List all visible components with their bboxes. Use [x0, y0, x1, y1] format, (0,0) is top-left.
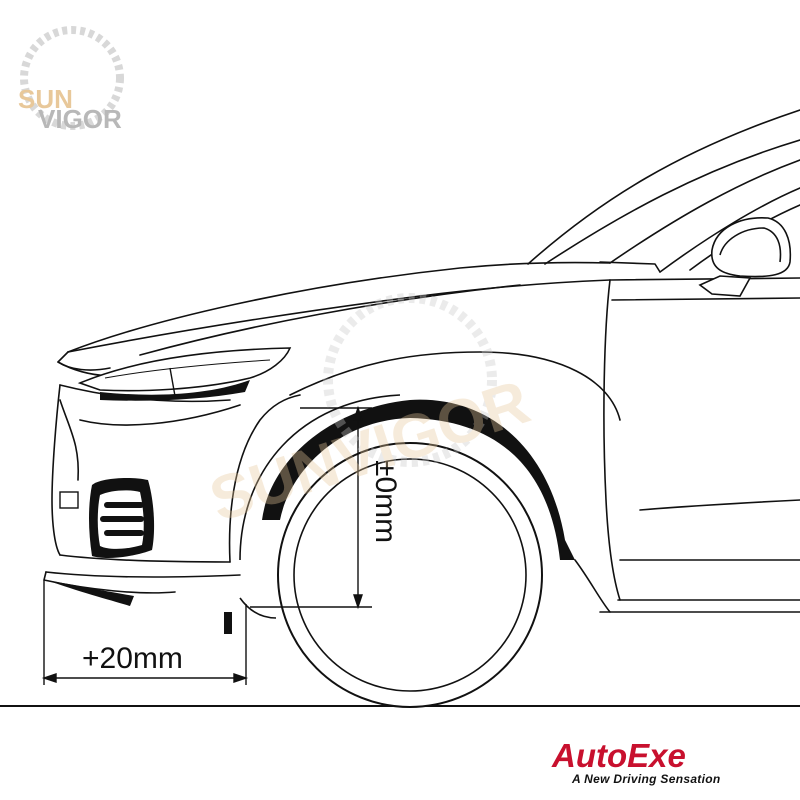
- side-mirror: [698, 217, 792, 297]
- overhang-dimension-label: +20mm: [82, 642, 183, 675]
- watermark-line2: VIGOR: [38, 104, 122, 134]
- wheel-arch-liner: [262, 399, 575, 560]
- watermark-line1: SUN: [18, 84, 73, 114]
- fog-lamp-housing: [89, 477, 155, 558]
- watermark-logo: SUN VIGOR: [10, 18, 136, 138]
- brand-name: AutoExe: [552, 737, 686, 774]
- overhang-dimension: [41, 580, 249, 685]
- watermark-gear-icon: [20, 26, 124, 130]
- height-dimension: [250, 405, 372, 610]
- brand-tagline: A New Driving Sensation: [572, 772, 721, 786]
- height-dimension-label: ±0mm: [369, 460, 402, 543]
- brand-logo: AutoExe A New Driving Sensation: [548, 738, 788, 788]
- side-marker: [59, 491, 79, 509]
- headlight: [77, 347, 292, 401]
- car-body-outline: [43, 109, 800, 613]
- wheel-arch-trim: [239, 394, 401, 561]
- front-lip-spoiler: [46, 580, 134, 606]
- mud-guard: [224, 612, 232, 634]
- front-wheel: [277, 442, 543, 708]
